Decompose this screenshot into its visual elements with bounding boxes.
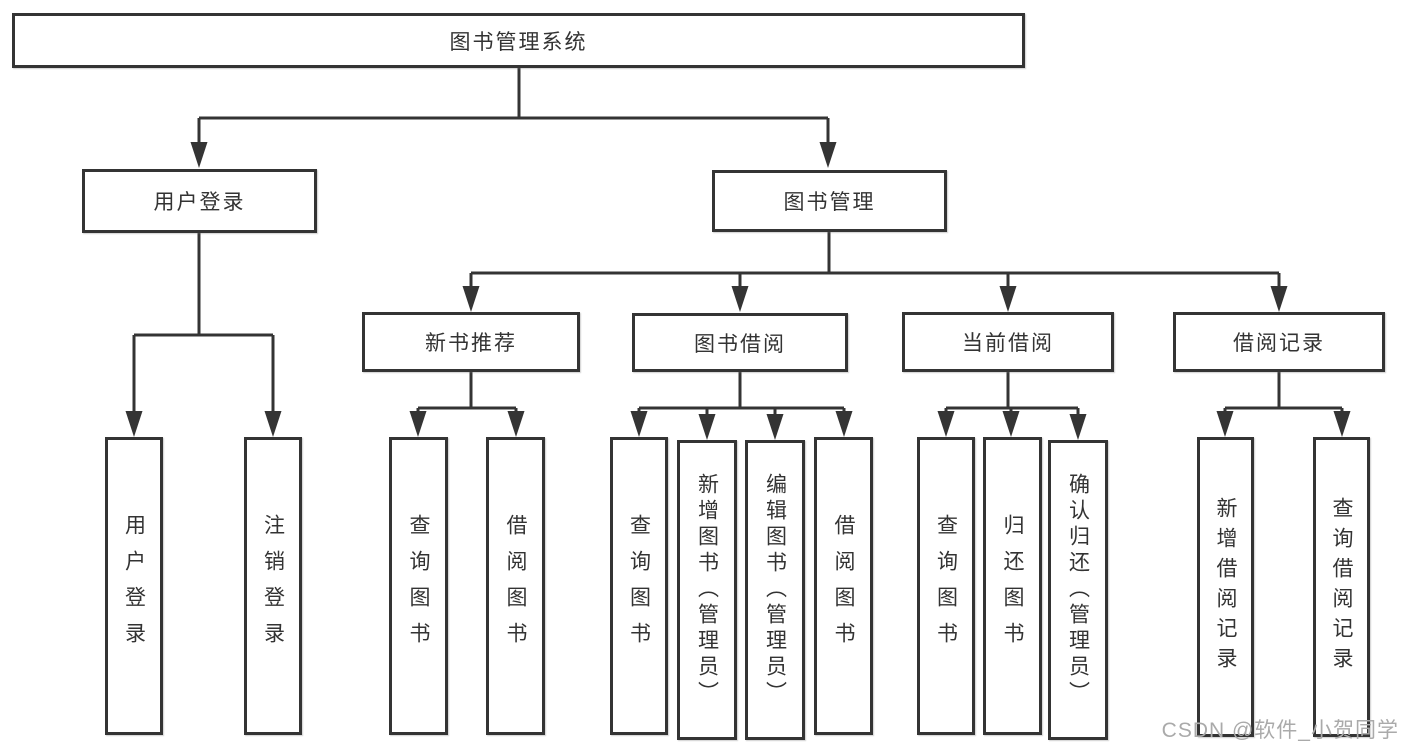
node-user-login: 用户登录 <box>82 169 317 233</box>
csdn-watermark: CSDN @软件_小贺同学 <box>1161 719 1399 742</box>
node-label: 当前借阅 <box>962 332 1054 355</box>
leaf-return-book: 归还图书 <box>983 437 1042 735</box>
node-book-management: 图书管理 <box>712 170 947 232</box>
arrow-down-icon <box>731 286 749 312</box>
leaf-label: 确认归还（管理员） <box>1066 473 1090 707</box>
arrow-down-icon <box>835 411 853 437</box>
node-label: 新书推荐 <box>425 332 517 355</box>
leaf-label: 用户登录 <box>122 514 146 658</box>
leaf-confirm-return-admin: 确认归还（管理员） <box>1048 440 1108 740</box>
arrow-down-icon <box>462 286 480 312</box>
arrow-down-icon <box>1216 411 1234 437</box>
leaf-query-book: 查询图书 <box>917 437 975 735</box>
leaf-label: 编辑图书（管理员） <box>763 473 787 707</box>
node-current-borrow: 当前借阅 <box>902 312 1114 372</box>
arrow-down-icon <box>1270 286 1288 312</box>
arrow-down-icon <box>1069 414 1087 440</box>
node-label: 用户登录 <box>153 191 246 214</box>
arrow-down-icon <box>1002 411 1020 437</box>
node-borrow-records: 借阅记录 <box>1173 312 1385 372</box>
arrow-down-icon <box>999 286 1017 312</box>
arrow-down-icon <box>819 142 837 168</box>
arrow-down-icon <box>190 142 208 168</box>
arrow-down-icon <box>937 411 955 437</box>
arrow-down-icon <box>1333 411 1351 437</box>
leaf-label: 新增借阅记录 <box>1214 497 1237 677</box>
leaf-query-borrow-record: 查询借阅记录 <box>1313 437 1370 737</box>
leaf-edit-book-admin: 编辑图书（管理员） <box>745 440 805 740</box>
leaf-logout: 注销登录 <box>244 437 302 735</box>
leaf-label: 归还图书 <box>1001 514 1024 658</box>
arrow-down-icon <box>766 414 784 440</box>
leaf-query-book: 查询图书 <box>610 437 668 735</box>
leaf-user-login: 用户登录 <box>105 437 163 735</box>
node-label: 借阅记录 <box>1233 332 1325 355</box>
arrow-down-icon <box>507 411 525 437</box>
leaf-label: 查询图书 <box>934 514 958 658</box>
arrow-down-icon <box>409 411 427 437</box>
arrow-down-icon <box>630 411 648 437</box>
leaf-label: 查询图书 <box>407 514 430 658</box>
leaf-label: 借阅图书 <box>504 514 527 658</box>
leaf-add-book-admin: 新增图书（管理员） <box>677 440 737 740</box>
node-label: 图书管理系统 <box>449 30 588 54</box>
node-library-system: 图书管理系统 <box>12 13 1025 68</box>
leaf-borrow-book: 借阅图书 <box>814 437 873 735</box>
leaf-label: 注销登录 <box>261 514 285 658</box>
leaf-add-borrow-record: 新增借阅记录 <box>1197 437 1254 737</box>
node-label: 图书借阅 <box>694 332 786 356</box>
leaf-label: 新增图书（管理员） <box>695 473 719 707</box>
leaf-label: 查询图书 <box>627 514 651 658</box>
node-label: 图书管理 <box>783 191 876 214</box>
leaf-label: 查询借阅记录 <box>1330 497 1353 677</box>
leaf-label: 借阅图书 <box>832 514 855 658</box>
node-book-borrow: 图书借阅 <box>632 313 848 372</box>
leaf-borrow-book: 借阅图书 <box>486 437 545 735</box>
arrowheads <box>125 142 1351 440</box>
arrow-down-icon <box>264 411 282 437</box>
node-new-book-recommend: 新书推荐 <box>362 312 580 372</box>
leaf-query-book: 查询图书 <box>389 437 448 735</box>
arrow-down-icon <box>698 414 716 440</box>
arrow-down-icon <box>125 411 143 437</box>
